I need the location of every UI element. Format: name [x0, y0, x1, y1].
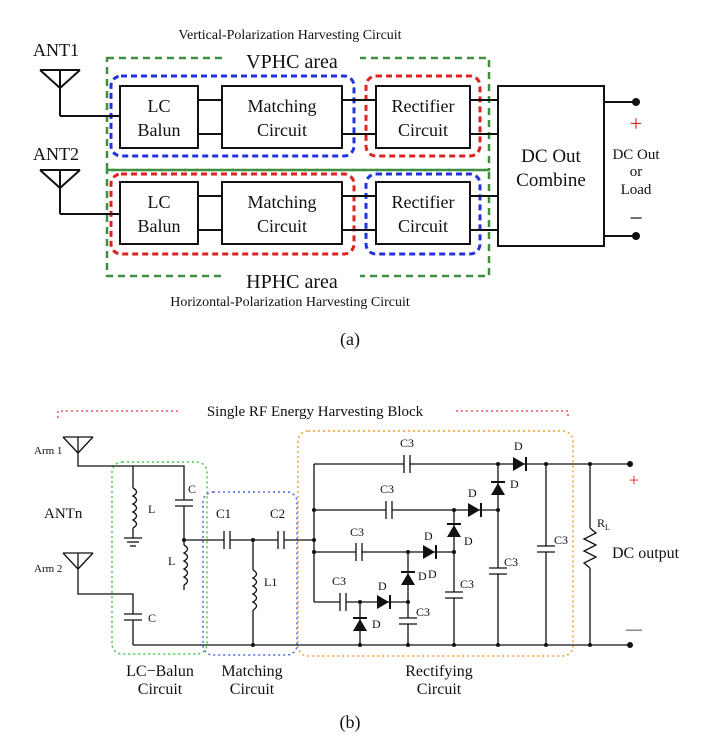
- matching-circuit: C1 C2 L1: [184, 506, 314, 645]
- matching-circuit-box-top: Matching Circuit: [221, 85, 343, 149]
- svg-text:D: D: [514, 439, 523, 453]
- ant2-icon: [39, 169, 120, 215]
- plus-sign: +: [630, 111, 642, 136]
- svg-text:D: D: [372, 617, 381, 631]
- dc-output-label: DC output: [612, 545, 680, 562]
- svg-text:C3: C3: [416, 605, 430, 619]
- lc-l-ground-label: L: [148, 502, 155, 516]
- svg-text:D: D: [464, 534, 473, 548]
- dc-out-label: DC Out: [612, 147, 660, 163]
- svg-text:LC: LC: [147, 96, 170, 116]
- output-plus: +: [629, 470, 639, 490]
- part-b-schematic: Single RF Energy Harvesting Block Arm 1 …: [34, 401, 680, 733]
- matching-circuit-box-bottom: Matching Circuit: [221, 181, 343, 245]
- svg-text:Circuit: Circuit: [257, 120, 307, 140]
- rectifying-label-2: Circuit: [417, 681, 462, 698]
- svg-text:C3: C3: [350, 525, 364, 539]
- subfigure-b-label: (b): [340, 712, 361, 733]
- rectifying-frame: [297, 430, 574, 657]
- matching-frame: [202, 491, 298, 656]
- hphc-area-label: HPHC area: [246, 271, 338, 293]
- load-label: Load: [621, 182, 652, 198]
- c1-label: C1: [216, 506, 231, 521]
- svg-text:C3: C3: [332, 574, 346, 588]
- lc-balun-frame: [111, 461, 208, 655]
- svg-text:DC Out: DC Out: [521, 146, 581, 167]
- svg-text:LC: LC: [147, 192, 170, 212]
- block-title: Single RF Energy Harvesting Block: [207, 404, 424, 420]
- ant2-label: ANT2: [33, 144, 79, 164]
- lc-balun-label-2: Circuit: [138, 681, 183, 698]
- svg-text:D: D: [418, 569, 427, 583]
- lc-l-series-label: L: [168, 554, 175, 568]
- svg-text:Combine: Combine: [516, 170, 586, 191]
- vphc-caption: Vertical-Polarization Harvesting Circuit: [178, 28, 401, 43]
- svg-text:C3: C3: [400, 436, 414, 450]
- lc-c-top-label: C: [188, 482, 196, 496]
- arm1-antenna-icon: [62, 436, 94, 460]
- dc-out-combine-box: DC Out Combine: [497, 85, 605, 247]
- svg-text:C3: C3: [504, 555, 518, 569]
- lc-balun-box-top: LC Balun: [119, 85, 199, 149]
- svg-text:Circuit: Circuit: [398, 120, 448, 140]
- subfigure-a-label: (a): [340, 329, 360, 350]
- svg-text:Circuit: Circuit: [257, 216, 307, 236]
- svg-text:Matching: Matching: [248, 192, 317, 212]
- arm1-label: Arm 1: [34, 445, 62, 457]
- output-minus: —: [625, 621, 643, 638]
- antn-label: ANTn: [44, 506, 83, 522]
- arm2-antenna-icon: [62, 552, 94, 590]
- svg-text:D: D: [428, 567, 437, 581]
- load-resistor: R L: [582, 462, 610, 647]
- rectifier-circuit-box-bottom: Rectifier Circuit: [375, 181, 471, 245]
- lc-balun-circuit: L C L C: [77, 460, 196, 645]
- or-label: or: [630, 164, 643, 180]
- svg-text:Balun: Balun: [138, 120, 181, 140]
- vphc-rectifier-frame: [364, 74, 482, 158]
- vphc-area-border: [105, 56, 491, 172]
- part-a-block-diagram: Vertical-Polarization Harvesting Circuit…: [33, 28, 660, 350]
- c2-label: C2: [270, 506, 285, 521]
- ant1-icon: [39, 69, 120, 117]
- minus-sign: −: [629, 206, 643, 232]
- rectifying-circuit: C3 D D C3 D C3 D: [251, 436, 630, 647]
- rl-label: R: [597, 516, 605, 530]
- rl-subscript: L: [605, 523, 610, 532]
- svg-text:Circuit: Circuit: [398, 216, 448, 236]
- hphc-caption: Horizontal-Polarization Harvesting Circu…: [170, 295, 410, 310]
- svg-text:Balun: Balun: [138, 216, 181, 236]
- arm2-label: Arm 2: [34, 563, 62, 575]
- svg-text:Rectifier: Rectifier: [392, 96, 455, 116]
- rectifying-label-1: Rectifying: [405, 663, 473, 680]
- svg-text:Matching: Matching: [248, 96, 317, 116]
- svg-text:C3: C3: [380, 482, 394, 496]
- hphc-rectifier-frame: [364, 172, 482, 256]
- lc-c-bottom-label: C: [148, 611, 156, 625]
- ant1-label: ANT1: [33, 40, 79, 60]
- lc-balun-box-bottom: LC Balun: [119, 181, 199, 245]
- svg-text:C3: C3: [460, 577, 474, 591]
- svg-text:D: D: [510, 477, 519, 491]
- matching-label-2: Circuit: [230, 681, 275, 698]
- lc-balun-label-1: LC−Balun: [126, 663, 194, 680]
- svg-text:C3: C3: [554, 533, 568, 547]
- l1-label: L1: [264, 575, 277, 589]
- svg-text:D: D: [468, 486, 477, 500]
- rectifier-circuit-box-top: Rectifier Circuit: [375, 85, 471, 149]
- matching-label-1: Matching: [221, 663, 282, 680]
- svg-text:Rectifier: Rectifier: [392, 192, 455, 212]
- svg-text:D: D: [378, 579, 387, 593]
- svg-text:D: D: [424, 529, 433, 543]
- vphc-area-label: VPHC area: [246, 51, 338, 73]
